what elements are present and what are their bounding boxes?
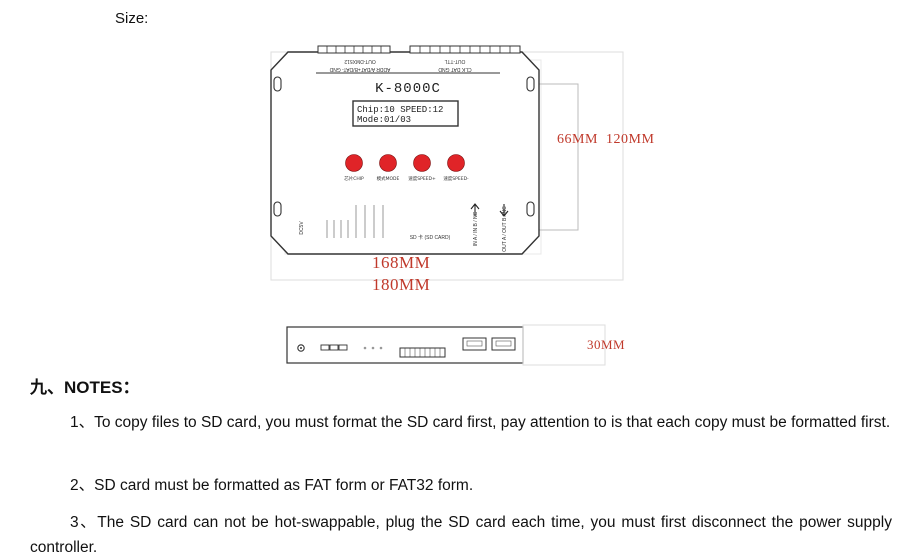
control-buttons: 芯片CHIP 模式MODE 速度SPEED+ 速度SPEED- <box>344 154 469 182</box>
lcd-line-1: Chip:10 SPEED:12 <box>357 105 443 115</box>
size-label: Size: <box>115 10 149 27</box>
in-label: IN A / IN B / NC <box>473 211 479 246</box>
device-button-label-3: 速度SPEED+ <box>408 175 436 182</box>
sd-card-label: SD 卡 (SD CARD) <box>410 234 451 241</box>
mounting-slots <box>273 76 535 217</box>
terminal-label-left-upper: ADDR A/DAT+B/DAT- GND <box>329 66 390 72</box>
dim-width-inner: 168MM <box>372 253 431 272</box>
sd-card-slot <box>399 347 446 358</box>
notes-title: 九、NOTES： <box>30 378 140 397</box>
slot-top-left <box>273 76 282 92</box>
slot-bottom-right <box>526 201 535 217</box>
arrow-down-icon <box>499 204 509 217</box>
terminal-label-left-lower: OUT-DMX512 <box>344 58 376 64</box>
slot-bottom-left <box>273 201 282 217</box>
device-button-2 <box>379 154 397 172</box>
terminal-block-left <box>317 45 391 54</box>
dim-width-outer: 180MM <box>372 275 431 294</box>
device-button-label-2: 模式MODE <box>377 175 400 182</box>
dim-height-outer: 120MM <box>606 132 655 147</box>
lcd-display <box>352 100 459 127</box>
device-button-3 <box>413 154 431 172</box>
terminal-block-right <box>409 45 521 54</box>
dim-depth: 30MM <box>587 337 626 352</box>
side-leds <box>363 346 383 350</box>
device-diagram: ADDR A/DAT+B/DAT- GND OUT-DMX512 CLK DAT… <box>270 45 624 366</box>
out-label: OUT A / OUT B / NC <box>502 206 508 252</box>
device-button-1 <box>345 154 363 172</box>
terminal-label-right-upper: CLK DAT GND <box>438 66 472 72</box>
dim-height-inner: 66MM <box>557 132 598 147</box>
terminal-label-right-lower: OUT-TTL <box>444 58 465 64</box>
device-button-label-4: 速度SPEED- <box>443 175 469 182</box>
device-button-label-1: 芯片CHIP <box>344 175 364 182</box>
bottom-pin-labels <box>326 205 384 238</box>
note-item-3: 3、The SD card can not be hot-swappable, … <box>30 514 892 556</box>
dc-label: DC5V <box>299 221 305 235</box>
device-body <box>270 51 540 255</box>
power-jack-icon <box>297 344 305 352</box>
slot-top-right <box>526 76 535 92</box>
lcd-line-2: Mode:01/03 <box>357 115 411 125</box>
rj45-port-left <box>462 337 487 351</box>
note-item-1: 1、To copy files to SD card, you must for… <box>70 414 891 431</box>
height-guide-line <box>531 83 579 231</box>
side-buttons <box>320 344 348 351</box>
rj45-port-right <box>491 337 516 351</box>
note-item-2: 2、SD card must be formatted as FAT form … <box>70 477 474 494</box>
model-title: K-8000C <box>375 81 441 97</box>
arrow-up-icon <box>470 203 480 216</box>
device-button-4 <box>447 154 465 172</box>
